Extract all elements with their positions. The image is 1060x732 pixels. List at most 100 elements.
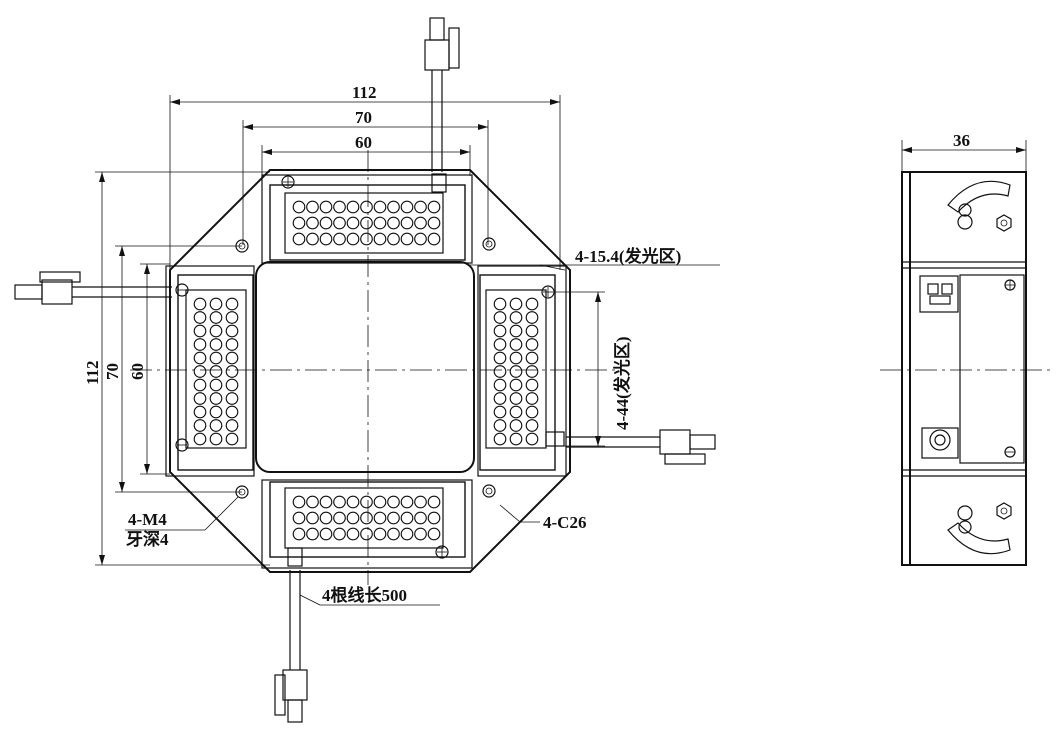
led: [493, 405, 507, 419]
led: [319, 527, 333, 541]
led: [373, 495, 387, 509]
led: [400, 527, 414, 541]
dim-mid-height: 70: [103, 363, 122, 380]
led: [306, 232, 319, 246]
led: [509, 432, 523, 446]
led: [493, 419, 507, 432]
led: [414, 495, 427, 509]
led: [525, 338, 539, 351]
led: [346, 232, 360, 246]
led: [333, 200, 346, 214]
led: [427, 232, 441, 246]
led: [292, 200, 306, 214]
led: [387, 495, 400, 509]
led: [387, 232, 400, 246]
led: [525, 405, 539, 419]
led: [319, 200, 333, 214]
led: [209, 365, 223, 378]
housing-outline: [169, 169, 571, 573]
led: [509, 419, 523, 432]
led: [193, 324, 207, 338]
led: [509, 338, 523, 351]
led: [333, 232, 346, 246]
led: [193, 311, 207, 324]
dim-overall-height: 112: [83, 360, 102, 385]
led: [193, 338, 207, 351]
led: [333, 495, 346, 509]
led: [387, 216, 400, 230]
led: [509, 378, 523, 392]
led: [360, 200, 373, 214]
led: [400, 200, 414, 214]
led: [209, 432, 223, 446]
dim-overall-width: 112: [352, 83, 377, 102]
label-thread-spec: 4-M4: [128, 510, 167, 529]
led: [360, 527, 373, 541]
led: [209, 338, 223, 351]
led: [427, 527, 441, 541]
led: [493, 392, 507, 405]
led: [373, 232, 387, 246]
led: [306, 495, 319, 509]
led: [225, 419, 239, 432]
led: [225, 324, 239, 338]
led: [509, 351, 523, 365]
led: [319, 216, 333, 230]
led: [525, 378, 539, 392]
led: [493, 378, 507, 392]
led: [193, 432, 207, 446]
led: [387, 527, 400, 541]
led: [493, 311, 507, 324]
side-view: 36: [880, 131, 1050, 566]
led: [400, 511, 414, 525]
led: [493, 324, 507, 338]
led: [493, 365, 507, 378]
led: [193, 392, 207, 405]
led: [509, 324, 523, 338]
led: [306, 511, 319, 525]
dim-side-depth: 36: [953, 131, 970, 150]
led: [360, 495, 373, 509]
led: [306, 200, 319, 214]
led: [414, 200, 427, 214]
led: [225, 338, 239, 351]
dimension-lines: [95, 95, 720, 606]
led: [319, 232, 333, 246]
led: [333, 527, 346, 541]
led: [373, 511, 387, 525]
led: [209, 419, 223, 432]
led: [493, 351, 507, 365]
led: [493, 338, 507, 351]
central-window: [255, 261, 475, 473]
led: [193, 405, 207, 419]
led: [306, 216, 319, 230]
led: [493, 297, 507, 311]
led: [373, 527, 387, 541]
led: [360, 216, 373, 230]
led: [400, 495, 414, 509]
led: [414, 232, 427, 246]
led: [225, 392, 239, 405]
led: [292, 511, 306, 525]
led: [193, 365, 207, 378]
label-cable-length: 4根线长500: [322, 585, 407, 605]
led: [400, 232, 414, 246]
led: [209, 311, 223, 324]
dim-inner-width: 60: [355, 133, 372, 152]
dim-mid-width: 70: [355, 108, 372, 127]
led: [225, 297, 239, 311]
led: [225, 365, 239, 378]
led: [525, 432, 539, 446]
led: [525, 324, 539, 338]
led: [346, 200, 360, 214]
label-emitting-area-length: 4-44(发光区): [612, 337, 632, 430]
led: [333, 511, 346, 525]
led: [292, 495, 306, 509]
led: [346, 495, 360, 509]
led: [225, 432, 239, 446]
led: [360, 511, 373, 525]
led: [525, 419, 539, 432]
led: [427, 216, 441, 230]
led: [193, 419, 207, 432]
